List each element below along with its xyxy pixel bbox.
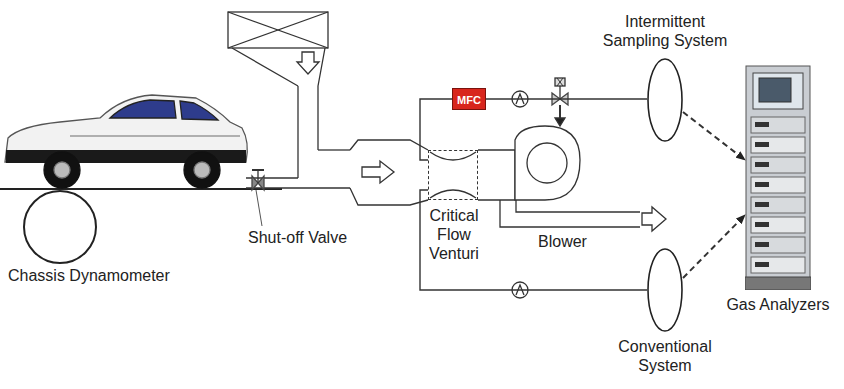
- blower-label: Blower: [536, 232, 589, 251]
- bag-outline: [647, 248, 683, 332]
- sample-bag: Conventional System: [647, 248, 683, 332]
- node-heading: Critical Flow Venturi: [421, 206, 487, 263]
- valve-label: Shut-off Valve: [246, 228, 349, 247]
- node-heading: Intermittent Sampling System: [590, 12, 740, 50]
- node-heading: Conventional System: [605, 337, 725, 375]
- sample-bag: Intermittent Sampling System: [647, 58, 683, 142]
- rack-drawing: [745, 65, 811, 290]
- test-rig: [0, 12, 666, 298]
- mass-flow-controller: MFC: [452, 88, 486, 110]
- signal-arrow: [683, 215, 745, 278]
- mfc-label: MFC: [457, 89, 481, 111]
- signal-arrow: [683, 112, 745, 160]
- node-heading: Gas Analyzers: [718, 295, 838, 314]
- dynamometer-label: Chassis Dynamometer: [6, 266, 172, 285]
- sample-line: [420, 190, 647, 290]
- bag-outline: [647, 58, 683, 142]
- analyzer-rack: Gas Analyzers: [745, 65, 811, 290]
- venturi-box: Critical Flow Venturi: [428, 150, 478, 200]
- sample-line: [486, 98, 647, 99]
